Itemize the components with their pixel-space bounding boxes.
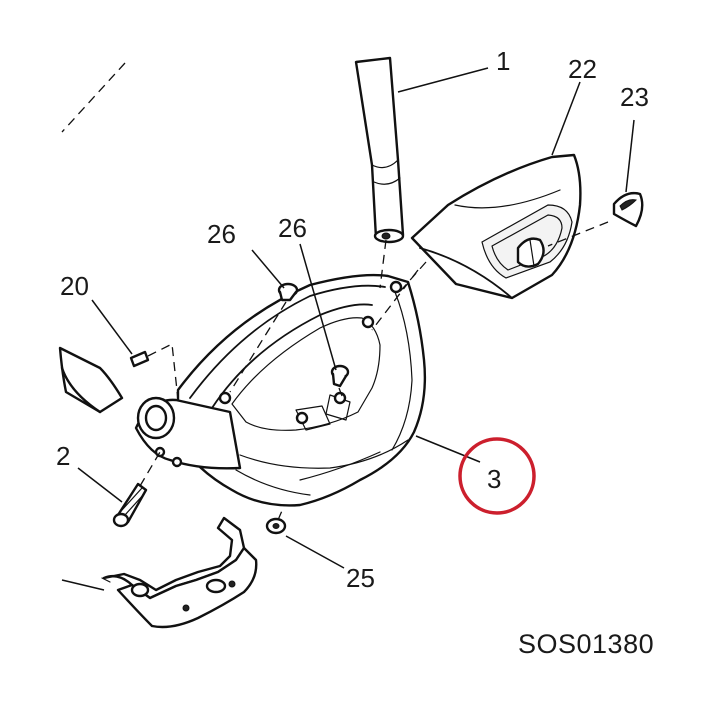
leader-2 bbox=[77, 467, 123, 503]
callout-26-right: 26 bbox=[278, 213, 307, 243]
leader-26a bbox=[251, 249, 285, 289]
part-23-badge bbox=[612, 191, 644, 228]
alignment-dashed-line bbox=[61, 62, 126, 133]
part-2-bolt bbox=[112, 451, 161, 528]
part-22-cover bbox=[410, 153, 582, 300]
callout-26-left: 26 bbox=[207, 219, 236, 249]
leader-20 bbox=[91, 299, 133, 355]
leader-22 bbox=[551, 81, 581, 156]
highlight-circle bbox=[458, 437, 536, 515]
leader-25 bbox=[285, 535, 345, 569]
part-20-pin bbox=[129, 342, 179, 401]
reference-code: SOS01380 bbox=[518, 629, 654, 659]
callout-3: 3 bbox=[487, 464, 501, 494]
callout-1: 1 bbox=[496, 46, 510, 76]
leader-23 bbox=[625, 119, 635, 193]
callout-20: 20 bbox=[60, 271, 89, 301]
callout-2: 2 bbox=[56, 441, 70, 471]
leader-1 bbox=[397, 67, 489, 93]
part-25-grommet bbox=[265, 505, 287, 535]
lower-bracket bbox=[101, 516, 258, 629]
part-1-tube bbox=[354, 56, 405, 244]
part-26-screw-right bbox=[330, 364, 350, 397]
part-3-handlebar-housing bbox=[176, 273, 427, 507]
leader-3 bbox=[415, 435, 481, 463]
leader-bracket bbox=[61, 579, 105, 591]
left-bar-and-clamp bbox=[58, 346, 242, 470]
leader-26b bbox=[299, 243, 337, 371]
callout-22: 22 bbox=[568, 54, 597, 84]
callout-25: 25 bbox=[346, 563, 375, 593]
callout-23: 23 bbox=[620, 82, 649, 112]
